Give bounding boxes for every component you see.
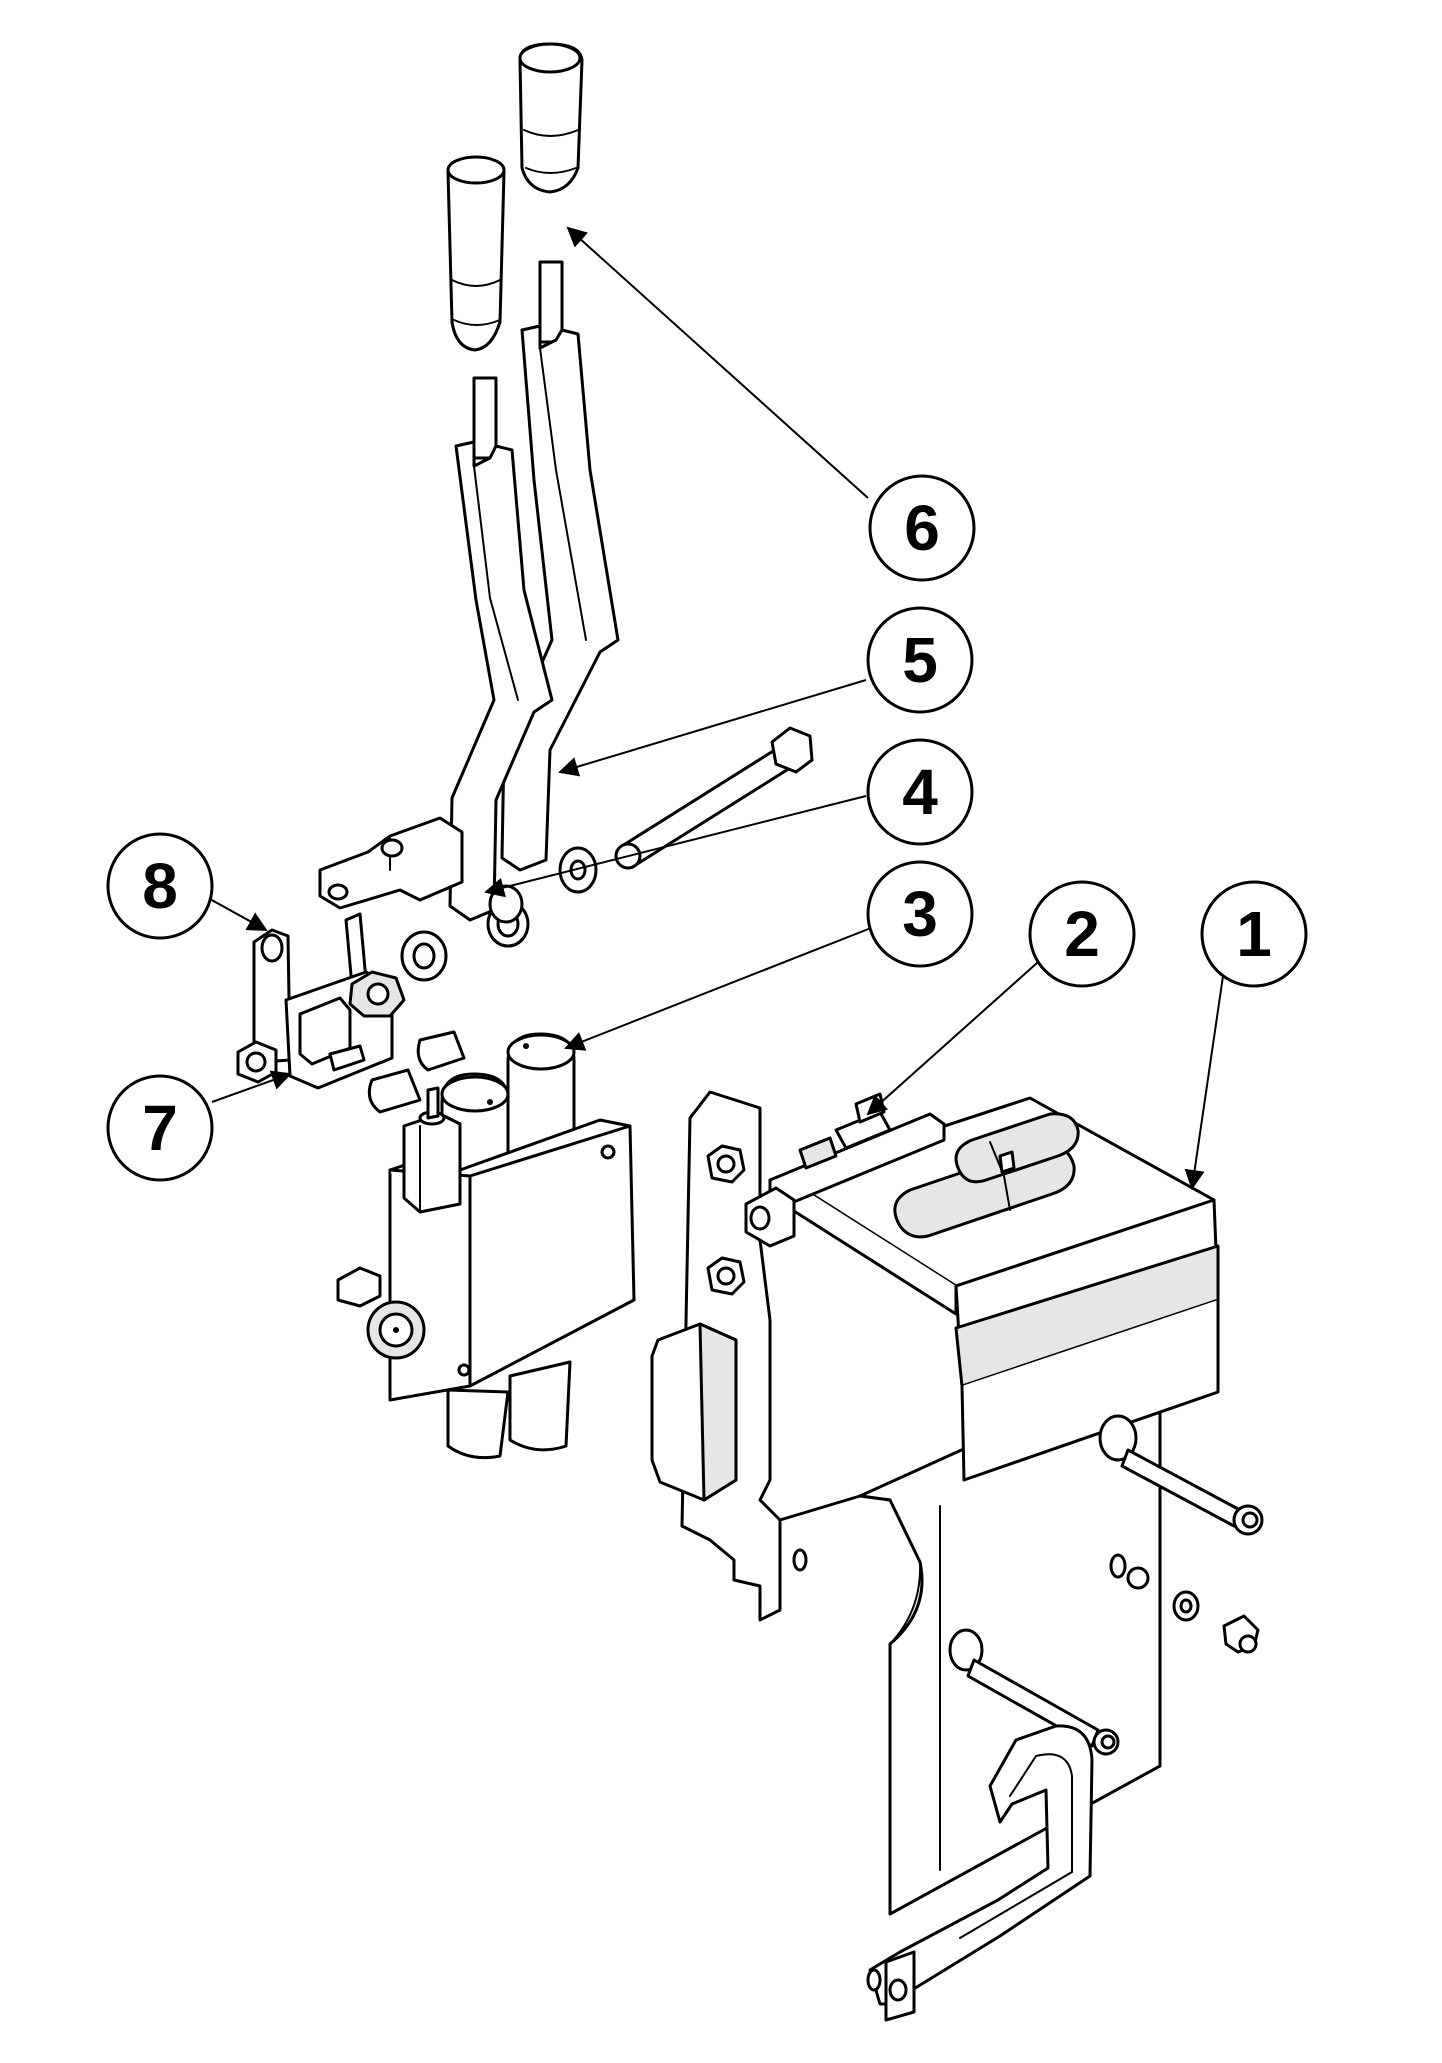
- knob-left: [446, 155, 506, 352]
- callout-2-label: 2: [1064, 898, 1100, 970]
- pin-and-washers: [400, 726, 814, 982]
- washer-inner: [400, 930, 448, 982]
- callout-4-label: 4: [902, 756, 938, 828]
- leader-3: [564, 925, 877, 1051]
- callout-1-label: 1: [1236, 898, 1272, 970]
- mounting-assembly: [650, 1090, 1264, 2022]
- callout-6-label: 6: [904, 492, 940, 564]
- control-box-cover: [784, 1096, 1220, 1482]
- lever-hub-nut: [488, 884, 524, 924]
- valve-spools-bottom: [446, 1360, 572, 1460]
- callout-7-label: 7: [142, 1092, 178, 1164]
- callout-1: 1: [1200, 880, 1308, 988]
- side-plate-nut-top: [706, 1144, 746, 1184]
- pivot-bolt: [614, 726, 814, 870]
- clevis-nut: [348, 970, 406, 1018]
- callout-3-label: 3: [902, 878, 938, 950]
- small-screw: [1172, 1590, 1260, 1654]
- callout-5: 5: [866, 606, 974, 714]
- plate-fasteners: [1109, 1553, 1150, 1590]
- leader-6: [566, 226, 869, 499]
- lever-knobs: [446, 42, 584, 352]
- lever-left: [448, 376, 554, 922]
- leader-7: [211, 1070, 292, 1103]
- hydraulic-valve: [336, 1030, 636, 1460]
- leader-5: [558, 679, 867, 777]
- callout-7: 7: [106, 1074, 214, 1182]
- callout-5-label: 5: [902, 624, 938, 696]
- side-plate: [650, 1090, 808, 1622]
- switch-block: [744, 1092, 946, 1248]
- callout-2: 2: [1028, 880, 1136, 988]
- back-bolt: [1098, 1414, 1264, 1536]
- side-plate-nut-bottom: [706, 1256, 746, 1296]
- leader-1: [1184, 941, 1229, 1190]
- callout-8: 8: [106, 832, 214, 940]
- leader-4: [484, 795, 867, 898]
- bottom-bolt: [948, 1628, 1120, 1756]
- callout-3: 3: [866, 860, 974, 968]
- knob-right: [518, 42, 584, 194]
- clevis-bolt: [236, 1040, 278, 1084]
- washer-outer: [558, 846, 598, 894]
- callout-4: 4: [866, 738, 974, 846]
- callout-6: 6: [868, 474, 976, 582]
- valve-side-fitting: [336, 1266, 426, 1360]
- valve-body: [388, 1086, 636, 1402]
- leader-lines: [189, 226, 1229, 1190]
- leader-2: [866, 945, 1057, 1116]
- bottom-hanger-bracket: [866, 1724, 1094, 2022]
- linkage-clevis: [236, 928, 406, 1090]
- callout-8-label: 8: [142, 850, 178, 922]
